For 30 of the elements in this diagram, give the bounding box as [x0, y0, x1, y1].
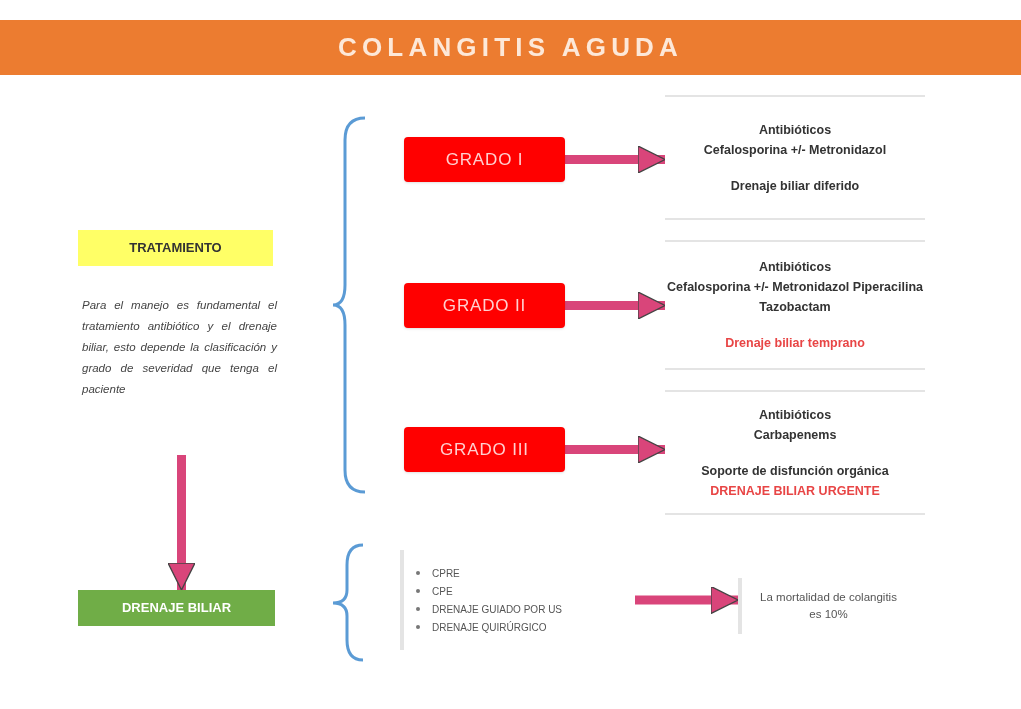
- treatment-text: Antibióticos: [758, 121, 832, 139]
- list-item: DRENAJE QUIRÚRGICO: [432, 620, 547, 635]
- list-item: CPE: [432, 584, 453, 599]
- title-bar: COLANGITIS AGUDA: [0, 20, 1021, 75]
- treatment-text: Antibióticos: [758, 406, 832, 424]
- treatment-text: DRENAJE BILIAR URGENTE: [710, 482, 880, 500]
- arrow: [565, 435, 666, 464]
- treatment-box: [665, 390, 925, 515]
- treatment-text: Cefalosporina +/- Metronidazol: [703, 141, 887, 159]
- grade-box: GRADO I: [404, 137, 565, 182]
- heading-label: TRATAMIENTO: [78, 230, 273, 266]
- note-box: La mortalidad de colangitis es 10%: [738, 578, 915, 634]
- treatment-text: Cefalosporina +/- Metronidazol Piperacilina Tazobactam: [666, 279, 924, 316]
- list-item: CPRE: [432, 566, 460, 581]
- list-item: DRENAJE GUIADO POR US: [432, 602, 563, 617]
- description-text: Para el manejo es fundamental el tratamiento antibiótico y el drenaje biliar, esto depende la clasificación y grado de severidad que tenga el paciente: [82, 295, 277, 455]
- treatment-text: Soporte de disfunción orgánica: [701, 462, 889, 480]
- drainage-box: DRENAJE BILIAR: [78, 590, 275, 626]
- treatment-text: Antibióticos: [758, 259, 832, 276]
- treatment-box: [665, 95, 925, 220]
- arrow: [635, 585, 739, 615]
- arrow: [167, 455, 196, 591]
- treatment-text: Drenaje biliar temprano: [725, 335, 865, 352]
- treatment-box: [665, 240, 925, 370]
- grade-box: GRADO II: [404, 283, 565, 328]
- grade-box: GRADO III: [404, 427, 565, 472]
- treatment-text: Carbapenems: [753, 426, 837, 444]
- treatment-text: Drenaje biliar diferido: [730, 177, 860, 195]
- arrow: [565, 145, 666, 174]
- arrow: [565, 291, 666, 320]
